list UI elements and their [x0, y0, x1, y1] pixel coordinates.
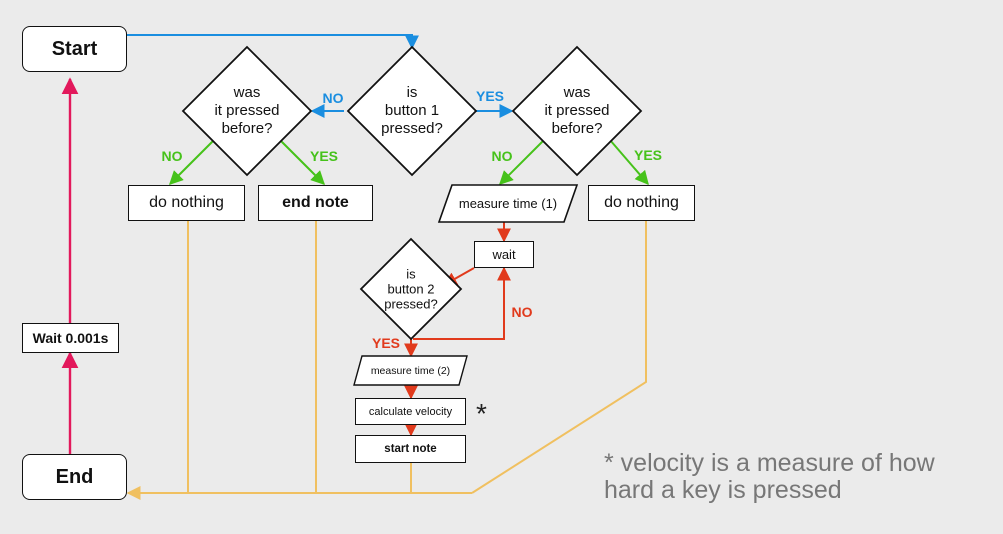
calculate-velocity-box: calculate velocity: [355, 398, 466, 425]
arrow-button2-no-loop: [413, 266, 511, 340]
label-button1-no: NO: [322, 90, 344, 106]
do-nothing-left-box: do nothing: [128, 185, 245, 221]
return-line-do-nothing-right: [471, 221, 647, 494]
decision-pressed-left-text: was it pressed before?: [214, 84, 280, 137]
arrow-right-yes: [609, 139, 649, 186]
velocity-note-line-2: hard a key is pressed: [604, 476, 842, 504]
label-button1-yes: YES: [475, 88, 505, 104]
start-note-box: start note: [355, 435, 466, 463]
end-note-box: end note: [258, 185, 373, 221]
velocity-note-line-1: * velocity is a measure of how: [604, 449, 935, 477]
measure-time-2-text: measure time (2): [370, 364, 451, 377]
arrow-right-no: [499, 139, 545, 185]
measure-time-1-text: measure time (1): [458, 196, 558, 211]
arrow-start-to-button1: [127, 34, 419, 50]
label-left-yes: YES: [309, 148, 339, 164]
do-nothing-right-box: do nothing: [588, 185, 695, 221]
arrow-left-yes: [279, 139, 325, 185]
measure-time-1-shape: [437, 184, 579, 223]
wait-box: wait: [474, 241, 534, 268]
label-button2-yes: YES: [371, 335, 401, 351]
label-button2-no: NO: [511, 304, 533, 320]
decision-button1-shape: [346, 45, 478, 177]
arrow-left-no: [169, 139, 215, 185]
decision-button2-text: is button 2 pressed?: [384, 266, 438, 312]
label-right-yes: YES: [633, 147, 663, 163]
end-terminal: End: [22, 454, 127, 500]
asterisk-mark: *: [476, 398, 487, 429]
decision-pressed-right-shape: [511, 45, 643, 177]
label-left-no: NO: [161, 148, 183, 164]
decision-pressed-left-shape: [181, 45, 313, 177]
label-right-no: NO: [491, 148, 513, 164]
start-terminal: Start: [22, 26, 127, 72]
velocity-note: * velocity is a measure of how hard a ke…: [604, 450, 935, 504]
decision-pressed-right-text: was it pressed before?: [544, 84, 610, 137]
measure-time-2-shape: [353, 355, 468, 386]
decision-button2-shape: [359, 237, 463, 341]
decision-button1-text: is button 1 pressed?: [381, 84, 443, 137]
wait-short-box: Wait 0.001s: [22, 323, 119, 353]
